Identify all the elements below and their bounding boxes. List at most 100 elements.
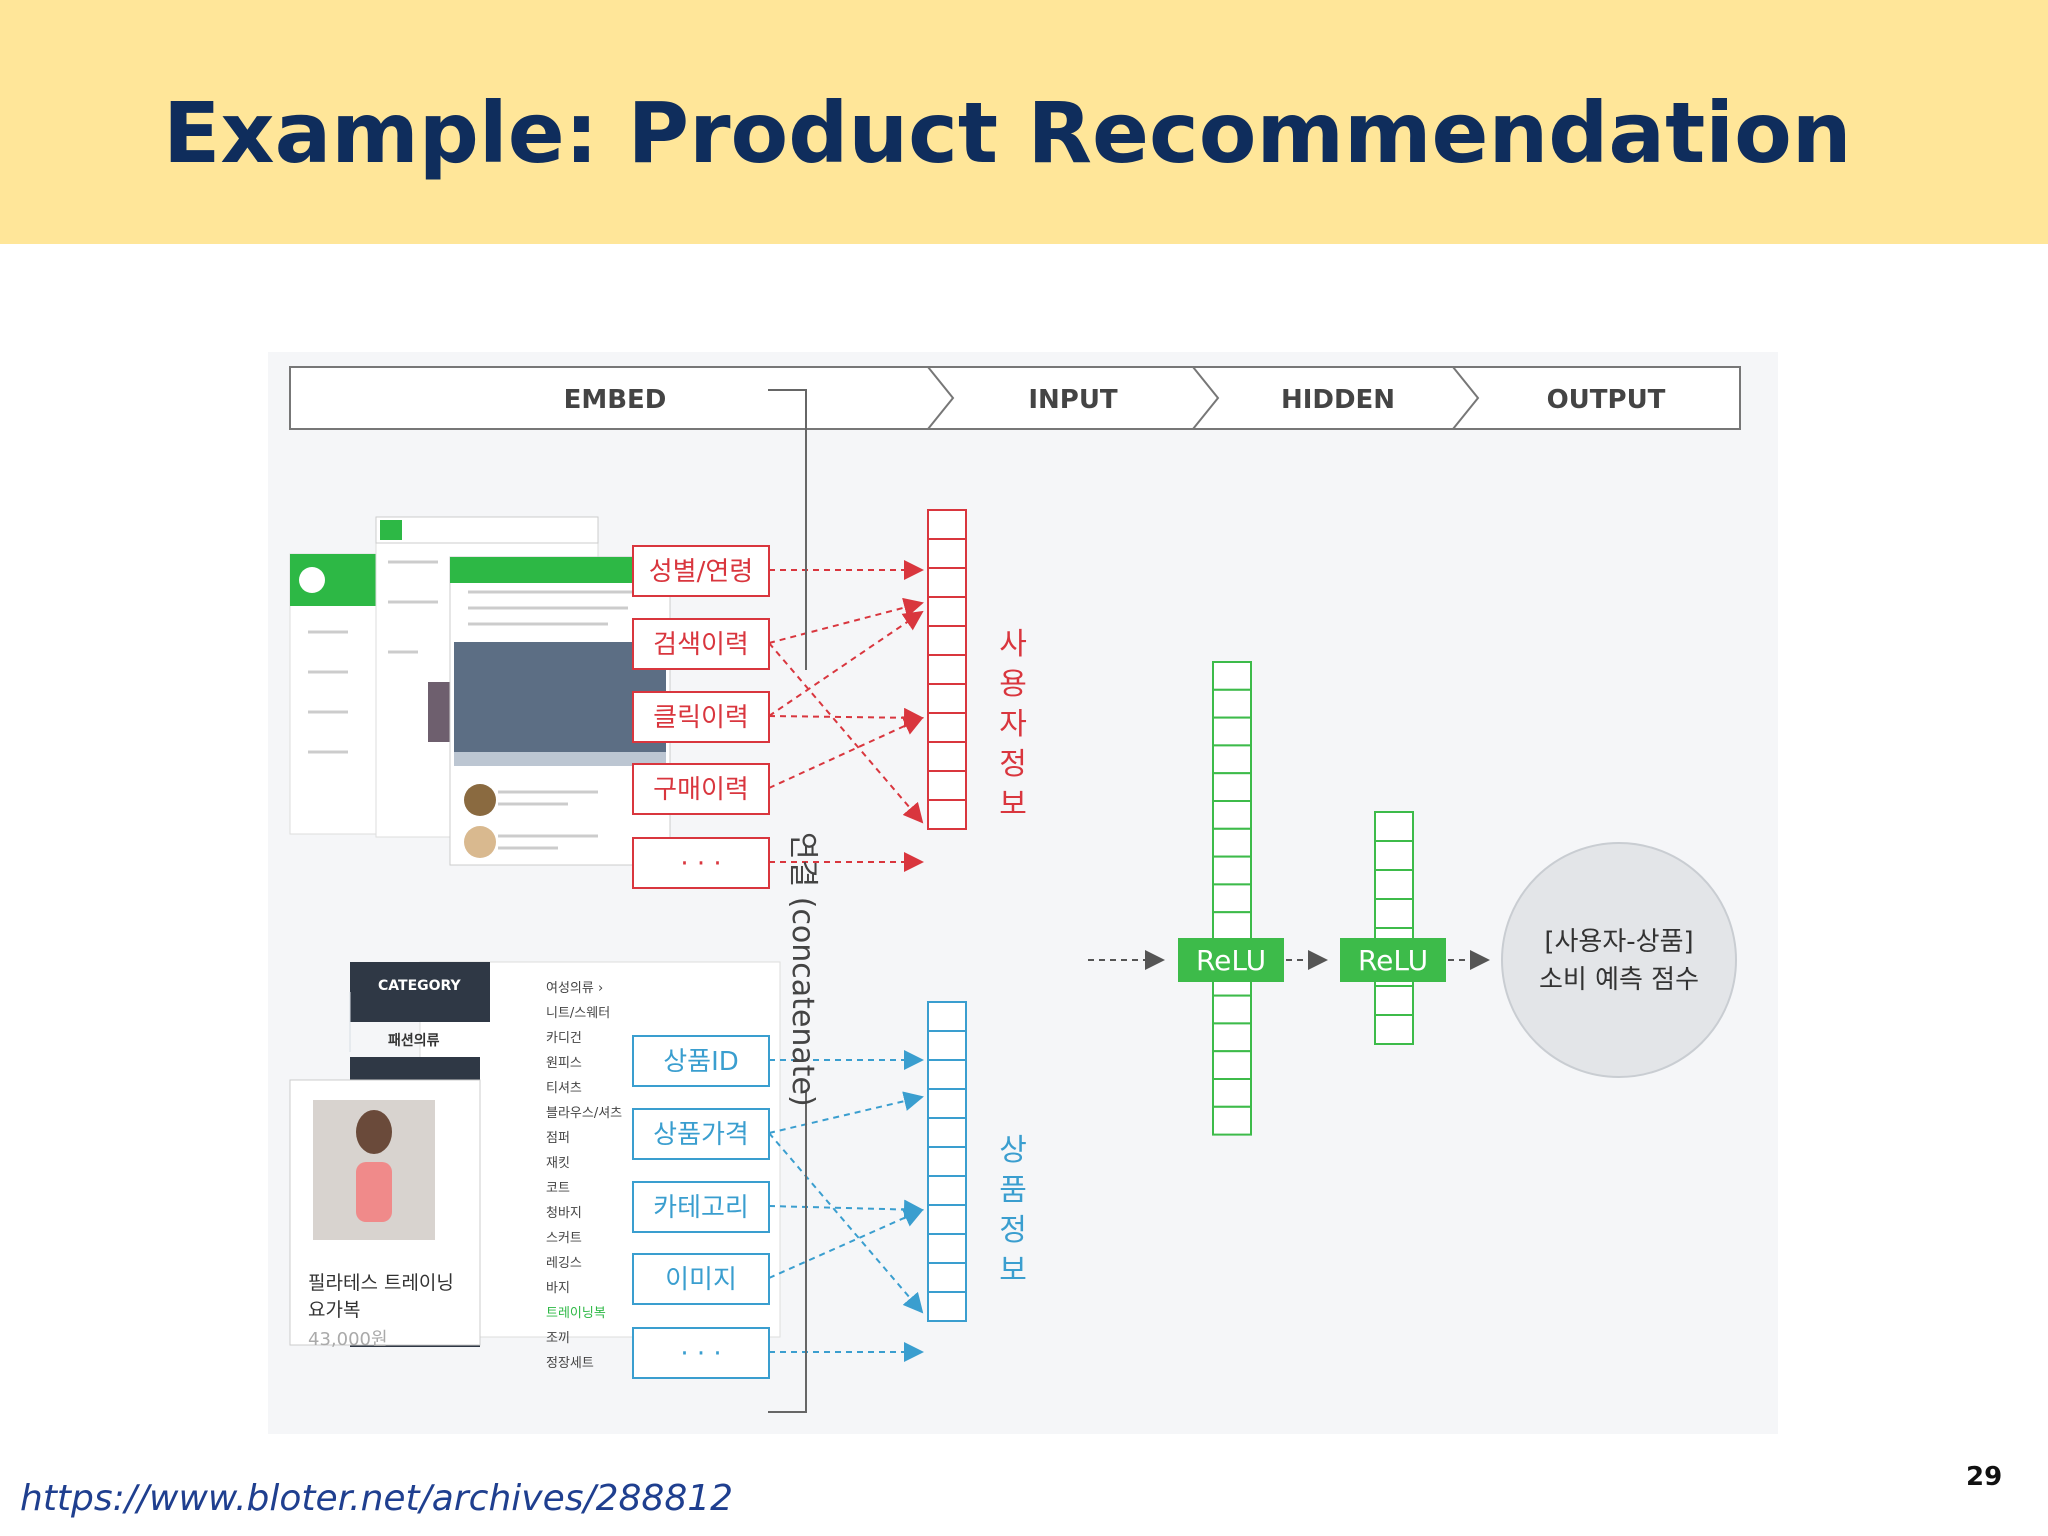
hidden-cell [1374, 840, 1414, 871]
hidden-cell [1212, 744, 1252, 775]
product-vector-cell [927, 1088, 967, 1119]
hidden-cell [1212, 800, 1252, 830]
subcategory-item: 조끼 [546, 1331, 570, 1346]
feature-label: 상품가격 [653, 1120, 749, 1150]
subcategory-item: 정장세트 [546, 1356, 594, 1371]
hidden-cell [1212, 855, 1252, 886]
output-line-1: [사용자-상품] [1544, 927, 1693, 957]
feature-arrow [768, 707, 924, 728]
feature-label: 구매이력 [653, 775, 749, 805]
subcategory-item: 니트/스웨터 [546, 1006, 610, 1021]
product-price: 43,000원 [308, 1329, 388, 1350]
hidden-cell [1374, 898, 1414, 929]
subcategory-item: 티셔츠 [546, 1081, 582, 1096]
feature-arrow [768, 642, 924, 824]
output-line-2: 소비 예측 점수 [1539, 965, 1699, 995]
product-vector-cell [927, 1117, 967, 1148]
hidden-cell [1374, 869, 1414, 900]
feature-box [632, 1327, 770, 1379]
output-node: [사용자-상품] 소비 예측 점수 [1501, 842, 1737, 1078]
feature-label: 검색이력 [653, 630, 749, 660]
hidden-cell [1212, 1050, 1252, 1081]
feature-arrow [768, 1208, 924, 1279]
stage-input: INPUT [1028, 385, 1118, 415]
stage-hidden: HIDDEN [1281, 385, 1395, 415]
hidden-cell [1212, 994, 1252, 1025]
feature-box [632, 691, 770, 743]
feature-box [632, 545, 770, 597]
subcategory-item: 레깅스 [546, 1256, 582, 1271]
subcategory-item: 바지 [546, 1281, 570, 1296]
subcategory-item: 카디건 [546, 1031, 582, 1046]
feature-arrow [768, 1091, 924, 1134]
product-vector-cell [927, 1059, 967, 1090]
vertical-label-char: 사 [999, 627, 1027, 662]
app-screenshot-collage [289, 516, 671, 866]
slide-title: Example: Product Recommendation [163, 84, 1852, 182]
vertical-label-char: 품 [999, 1173, 1027, 1208]
feature-label: · · · [680, 849, 721, 879]
product-vector-cell [927, 1291, 967, 1322]
user-vector-cell [927, 799, 967, 830]
hidden-cell [1374, 985, 1414, 1016]
hidden-cell [1212, 772, 1252, 803]
product-vector-cell [927, 1175, 967, 1206]
hidden-cell [1212, 1078, 1252, 1108]
user-vector-cell [927, 567, 967, 598]
feature-box [632, 618, 770, 670]
vertical-label-char: 정 [999, 1213, 1027, 1248]
shop-screenshot-collage: CATEGORY 패션의류 필라테스 트레이닝 요가복 43,000원 여성의류… [289, 961, 781, 1371]
feature-label: 클릭이력 [653, 703, 749, 733]
feature-box [632, 1181, 770, 1233]
subcategory-item: 원피스 [546, 1056, 582, 1071]
user-vector-cell [927, 712, 967, 743]
product-name-line2: 요가복 [308, 1299, 360, 1321]
hidden-layer-1 [1212, 661, 1252, 1136]
subcategory-item: 청바지 [546, 1206, 582, 1221]
user-vector-cell [927, 683, 967, 714]
feature-label: 성별/연령 [649, 557, 753, 587]
relu-labels: ReLU ReLU [1178, 938, 1446, 982]
product-vector-cell [927, 1204, 967, 1235]
category-item: 패션의류 [388, 1032, 440, 1049]
page-number: 29 [1966, 1462, 2003, 1492]
hidden-layer-2 [1374, 811, 1414, 1045]
concat-label: 연결 (concatenate) [785, 832, 820, 1107]
subcategory-item: 여성의류 › [546, 981, 603, 996]
hidden-cell [1374, 811, 1414, 842]
subcategory-item: 블라우스/셔츠 [546, 1106, 622, 1121]
hidden-cell [1212, 1022, 1252, 1053]
vertical-label-char: 용 [999, 667, 1027, 702]
relu-label-2: ReLU [1358, 944, 1428, 977]
product-vector-cell [927, 1001, 967, 1032]
stage-output: OUTPUT [1547, 385, 1666, 415]
user-vector-cell [927, 538, 967, 569]
product-vector-cell [927, 1030, 967, 1061]
feature-box [632, 1035, 770, 1087]
feature-label: 상품ID [663, 1047, 739, 1077]
hidden-cell [1212, 716, 1252, 747]
source-link[interactable]: https://www.bloter.net/archives/288812 [20, 1478, 734, 1519]
user-vector-cell [927, 625, 967, 656]
subcategory-item: 트레이닝복 [546, 1306, 606, 1321]
subcategory-item: 코트 [546, 1181, 570, 1196]
hidden-cell [1212, 661, 1252, 691]
user-vector-cell [927, 741, 967, 772]
concat-bracket: 연결 (concatenate) [768, 389, 820, 1413]
feature-box [632, 837, 770, 889]
vertical-label-char: 상 [999, 1133, 1027, 1168]
stage-embed: EMBED [564, 385, 667, 415]
feature-box [632, 1253, 770, 1305]
hidden-cell [1212, 827, 1252, 858]
feature-label: 카테고리 [653, 1193, 749, 1223]
user-vector-cell [927, 509, 967, 540]
product-name-line1: 필라테스 트레이닝 [308, 1272, 454, 1294]
feature-label: · · · [680, 1339, 721, 1369]
relu-label-1: ReLU [1196, 944, 1266, 977]
product-vector-cell [927, 1262, 967, 1293]
subcategory-item: 스커트 [546, 1231, 582, 1246]
feature-arrow [768, 597, 924, 644]
subcategory-list: 여성의류 ›니트/스웨터카디건원피스티셔츠블라우스/셔츠점퍼재킷코트청바지스커트… [546, 981, 622, 1371]
